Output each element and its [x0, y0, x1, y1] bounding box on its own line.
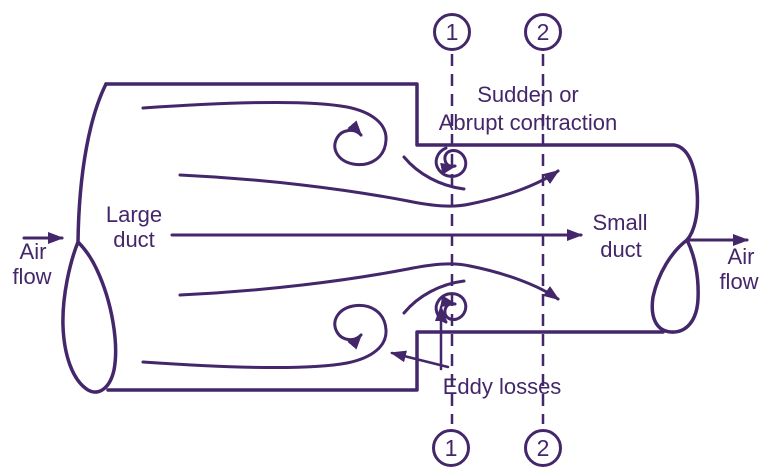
air-flow-left-label-line2: flow: [12, 264, 51, 289]
streamline-bottom: [178, 262, 560, 301]
air-flow-left-label-line1: Air: [20, 239, 47, 264]
section-number-top-1: 1: [446, 19, 459, 45]
small-duct-label-line2: duct: [600, 237, 642, 262]
large-duct-label-line2: duct: [113, 227, 155, 252]
air-flow-right-label-line1: Air: [728, 244, 755, 269]
eddy-pointers: [390, 305, 450, 371]
outlet-teardrop: [650, 238, 700, 334]
section-lines: [450, 54, 545, 424]
section-number-top-2: 2: [537, 19, 550, 45]
section-circle-bottom-1: [432, 429, 470, 467]
section-number-bottom-2: 2: [537, 435, 550, 461]
corner-eddy-top: [434, 146, 468, 178]
duct-bottom-edge: [106, 330, 665, 392]
streamline-bottom-eddy: [141, 303, 388, 369]
streamlines: [141, 101, 583, 369]
inlet-teardrop: [61, 240, 118, 394]
air-flow-right-label-line2: flow: [719, 269, 758, 294]
contraction-label-line2: Abrupt contraction: [439, 110, 618, 135]
section-circle-bottom-2: [524, 429, 562, 467]
streamline-top: [178, 169, 560, 208]
airflow-arrows: [22, 232, 749, 246]
small-duct-label-line1: Small: [592, 210, 647, 235]
duct-left-edge: [76, 82, 108, 244]
section-circle-top-1: [433, 13, 471, 51]
eddy-pointer-diagonal: [390, 350, 450, 369]
large-duct-label-line1: Large: [106, 202, 162, 227]
contraction-label-line1: Sudden or: [477, 82, 579, 107]
streamline-top-eddy: [141, 101, 388, 167]
section-circle-top-2: [524, 13, 562, 51]
section-markers: 1 2 1 2: [432, 13, 562, 467]
duct-outline: [61, 82, 700, 394]
separation-arc-bottom: [402, 279, 466, 315]
labels: Air flow Large duct Sudden or Abrupt con…: [12, 82, 758, 399]
eddy-losses-label: Eddy losses: [443, 374, 562, 399]
section-number-bottom-1: 1: [445, 435, 458, 461]
separation-arc-top: [402, 155, 466, 191]
duct-top-edge: [104, 82, 700, 242]
